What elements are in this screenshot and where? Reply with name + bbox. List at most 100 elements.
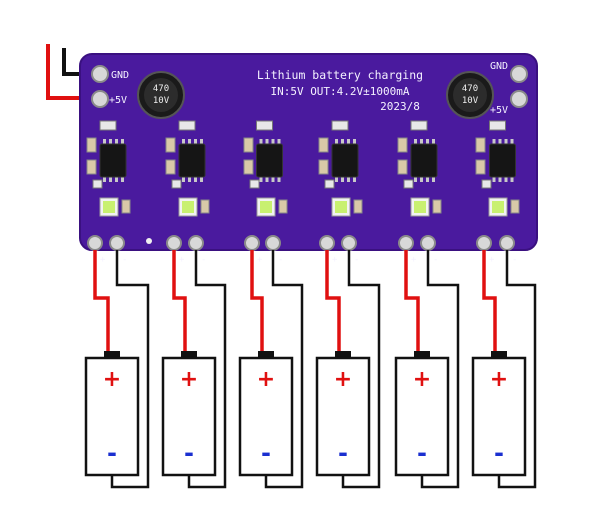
chip-pin: [271, 177, 275, 182]
charging-modules: +-+-+-+-+-+-: [86, 120, 520, 265]
chip-pin: [432, 139, 435, 144]
smd-resistor: [331, 120, 349, 131]
charger-ic-chip: [489, 143, 516, 178]
gnd-pad-left: [91, 65, 109, 83]
chip-pin: [432, 177, 435, 182]
chip-pin: [265, 139, 269, 144]
chip-pin: [259, 139, 263, 144]
board-date: 2023/8: [380, 100, 420, 113]
smd-capacitor: [86, 159, 97, 175]
battery-body: [238, 356, 294, 477]
positive-wire: [172, 250, 187, 356]
chip-pin: [103, 139, 106, 144]
smd-capacitor: [397, 159, 408, 175]
chip-pin: [115, 177, 118, 182]
status-led-lens: [414, 201, 426, 213]
charger-ic-chip: [256, 143, 283, 178]
chip-pin: [188, 139, 191, 144]
charging-module: +-: [86, 120, 131, 265]
input-pads-left: GND +5V: [91, 65, 129, 108]
chip-pin: [341, 139, 344, 144]
battery-minus-sign: -: [107, 439, 117, 467]
chip-pin: [426, 139, 429, 144]
cap-voltage-left: 10V: [153, 96, 170, 106]
smd-resistor: [403, 179, 414, 189]
smd-capacitor: [432, 199, 442, 214]
battery-positive-terminal: [335, 351, 351, 359]
chip-pin: [259, 177, 263, 182]
smd-resistor: [92, 179, 103, 189]
battery-cell: +-: [161, 351, 217, 477]
chip-pin: [414, 177, 417, 182]
battery-positive-terminal: [491, 351, 507, 359]
chip-pin: [121, 177, 124, 182]
chip-pin: [420, 177, 423, 182]
positive-wire: [325, 250, 341, 356]
chip-pin: [504, 139, 508, 144]
output-pad-plus: [87, 235, 103, 251]
output-pad-plus: [244, 235, 260, 251]
battery-minus-sign: -: [261, 439, 271, 467]
output-pad-plus: [398, 235, 414, 251]
smd-capacitor: [165, 159, 176, 175]
gnd-label-left: GND: [111, 70, 129, 81]
negative-wire: [420, 250, 460, 489]
negative-wire: [497, 250, 537, 489]
charging-module: +-: [243, 120, 288, 265]
smd-capacitor: [86, 137, 97, 153]
chip-pin: [341, 177, 344, 182]
mounting-hole: [146, 238, 152, 244]
smd-capacitor: [243, 159, 254, 175]
output-pad-plus: [166, 235, 182, 251]
charger-ic-chip: [178, 143, 206, 178]
smd-resistor: [324, 179, 335, 189]
gnd-label-right: GND: [490, 61, 508, 72]
pad-minus-label: -: [354, 255, 359, 265]
output-pad-plus: [476, 235, 492, 251]
chip-pin: [492, 139, 496, 144]
charger-ic-chip: [99, 143, 127, 178]
battery-minus-sign: -: [338, 439, 348, 467]
chip-pin: [121, 139, 124, 144]
battery-wires: [93, 250, 537, 489]
battery-plus-sign: +: [490, 367, 508, 392]
smd-resistor: [99, 120, 117, 131]
battery-minus-sign: -: [494, 439, 504, 467]
input-pads-right: GND +5V: [490, 61, 528, 116]
battery-plus-sign: +: [103, 367, 121, 392]
smd-capacitor: [318, 137, 329, 153]
charger-ic-chip: [331, 143, 359, 178]
output-pad-minus: [420, 235, 436, 251]
charging-module: +-: [318, 120, 363, 265]
smd-resistor: [489, 120, 506, 131]
chip-pin: [510, 177, 514, 182]
smd-capacitor: [475, 159, 486, 175]
smd-capacitor: [200, 199, 210, 214]
pad-minus-label: -: [201, 255, 206, 265]
battery-cell: +-: [315, 351, 371, 477]
chip-pin: [426, 177, 429, 182]
chip-pin: [182, 139, 185, 144]
vin-pad-right: [510, 90, 528, 108]
battery-body: [394, 356, 450, 477]
chip-pin: [347, 177, 350, 182]
smd-capacitor: [318, 159, 329, 175]
battery-minus-sign: -: [184, 439, 194, 467]
board-title: Lithium battery charging: [257, 68, 423, 82]
status-led-lens: [103, 201, 115, 213]
negative-wire: [187, 250, 227, 489]
smd-resistor: [249, 179, 260, 189]
battery-positive-terminal: [414, 351, 430, 359]
smd-capacitor: [353, 199, 363, 214]
pad-minus-label: -: [122, 255, 127, 265]
vin-label-right: +5V: [490, 105, 508, 116]
cap-value-right: 470: [462, 84, 478, 94]
battery-body: [315, 356, 371, 477]
chip-pin: [335, 177, 338, 182]
negative-wire: [110, 250, 150, 489]
output-pad-minus: [341, 235, 357, 251]
battery-plus-sign: +: [413, 367, 431, 392]
board-spec: IN:5V OUT:4.2V±1000mA: [270, 85, 409, 98]
smd-capacitor: [165, 137, 176, 153]
smd-capacitor: [397, 137, 408, 153]
